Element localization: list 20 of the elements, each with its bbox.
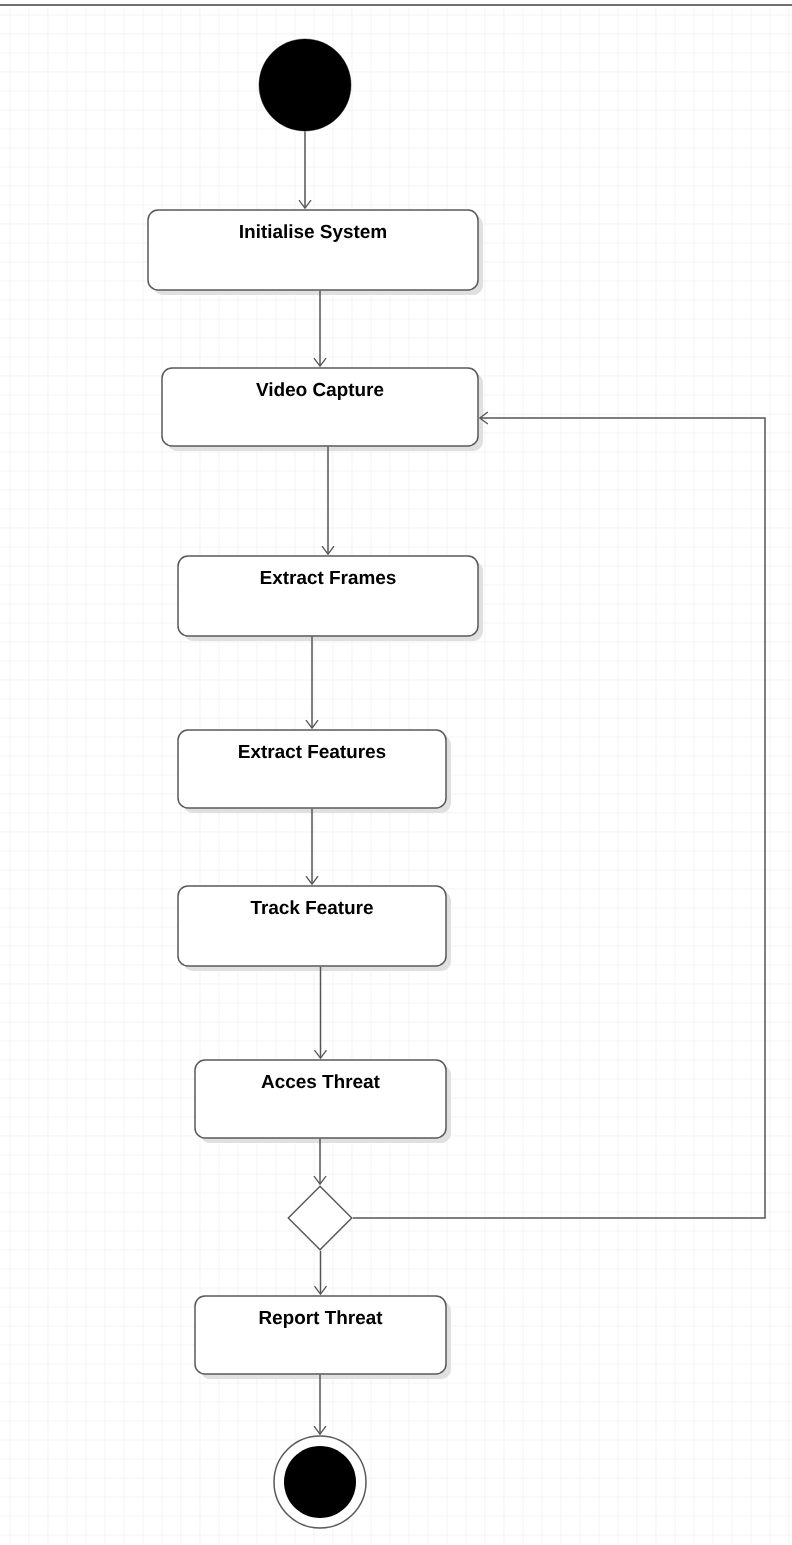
arrow [305, 636, 319, 730]
action-box: Report Threat [194, 1295, 451, 1379]
final-node [273, 1435, 367, 1529]
arrow [313, 1374, 327, 1436]
action-box: Track Feature [177, 885, 451, 971]
action-box: Initialise System [147, 209, 483, 295]
arrow [313, 1250, 328, 1296]
action-box: Extract Features [177, 729, 451, 813]
arrow [305, 808, 319, 886]
action-box: Video Capture [161, 367, 483, 451]
arrow [298, 130, 312, 210]
arrow [313, 290, 327, 368]
action-box: Acces Threat [194, 1059, 451, 1143]
arrow [321, 446, 335, 556]
decision-diamond [287, 1185, 353, 1251]
arrow [313, 966, 328, 1060]
arrow [352, 411, 766, 1219]
initial-node [258, 38, 352, 132]
arrow [313, 1138, 327, 1186]
action-box: Extract Frames [177, 555, 483, 641]
